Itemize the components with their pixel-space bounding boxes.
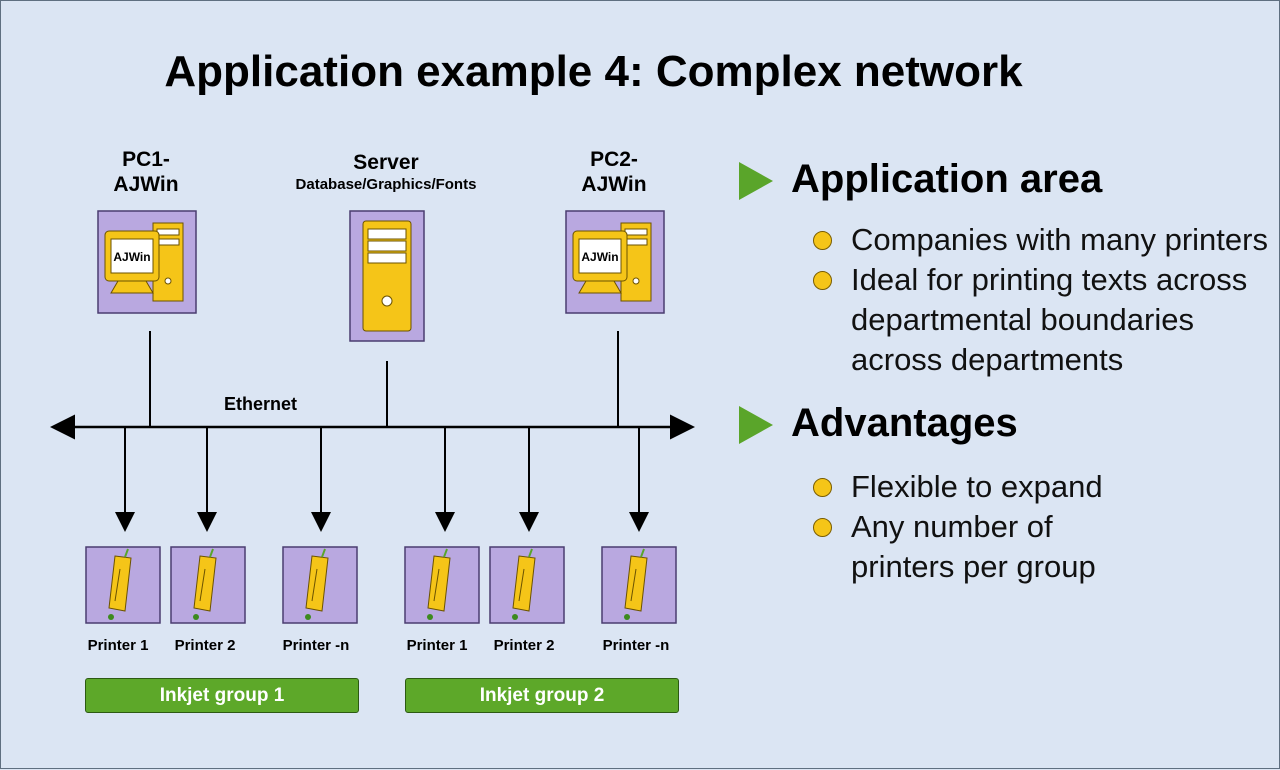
- inkjet-group-1-bar: Inkjet group 1: [85, 678, 359, 713]
- bullet-text: Companies with many printers: [851, 222, 1268, 257]
- printer-icons: [85, 546, 677, 624]
- server-label-sub: Database/Graphics/Fonts: [295, 176, 477, 193]
- inkjet-group-2-bar: Inkjet group 2: [405, 678, 679, 713]
- bullet-dot-icon: [813, 478, 832, 497]
- list-item: Companies with many printers: [813, 220, 1280, 260]
- pc1-label-line1: PC1-: [122, 148, 170, 171]
- printer-label: Printer -n: [282, 637, 350, 654]
- pc1-computer-icon: AJWin: [97, 210, 197, 314]
- printer-label: Printer 1: [406, 637, 468, 654]
- inkjet-printer-icon: [404, 546, 480, 624]
- bullet-text: Any number of printers per group: [851, 509, 1096, 584]
- advantages-list: Flexible to expand Any number of printer…: [813, 467, 1143, 587]
- printer-label: Printer 1: [87, 637, 149, 654]
- inkjet-printer-icon: [282, 546, 358, 624]
- bullet-dot-icon: [813, 271, 832, 290]
- printer-label: Printer 2: [174, 637, 236, 654]
- section-arrow-icon: [739, 406, 773, 444]
- page-title: Application example 4: Complex network: [164, 47, 1023, 96]
- bullet-text: Flexible to expand: [851, 469, 1103, 504]
- pc2-screen-text: AJWin: [581, 250, 618, 264]
- pc2-computer-icon: AJWin: [565, 210, 665, 314]
- section-arrow-icon: [739, 162, 773, 200]
- ethernet-label: Ethernet: [224, 394, 298, 414]
- printer-label: Printer 2: [493, 637, 555, 654]
- bullet-dot-icon: [813, 231, 832, 250]
- pc2-label: PC2- AJWin: [569, 147, 659, 197]
- pc2-label-line2: AJWin: [581, 173, 647, 196]
- list-item: Ideal for printing texts across departme…: [813, 260, 1280, 380]
- pc1-label: PC1- AJWin: [101, 147, 191, 197]
- list-item: Flexible to expand: [813, 467, 1143, 507]
- inkjet-printer-icon: [601, 546, 677, 624]
- inkjet-printer-icon: [85, 546, 161, 624]
- application-area-list: Companies with many printers Ideal for p…: [813, 220, 1280, 380]
- server-icon: [349, 210, 425, 342]
- server-label: Server Database/Graphics/Fonts: [271, 150, 501, 195]
- section-heading-application-area: Application area: [791, 157, 1103, 201]
- pc1-screen-text: AJWin: [113, 250, 150, 264]
- pc2-label-line1: PC2-: [590, 148, 638, 171]
- pc1-label-line2: AJWin: [113, 173, 179, 196]
- server-label-title: Server: [353, 151, 419, 174]
- bullet-dot-icon: [813, 518, 832, 537]
- inkjet-printer-icon: [170, 546, 246, 624]
- printer-label: Printer -n: [602, 637, 670, 654]
- list-item: Any number of printers per group: [813, 507, 1143, 587]
- printer-drop-lines: [115, 427, 649, 532]
- bullet-text: Ideal for printing texts across departme…: [851, 262, 1248, 377]
- inkjet-printer-icon: [489, 546, 565, 624]
- section-heading-advantages: Advantages: [791, 401, 1018, 445]
